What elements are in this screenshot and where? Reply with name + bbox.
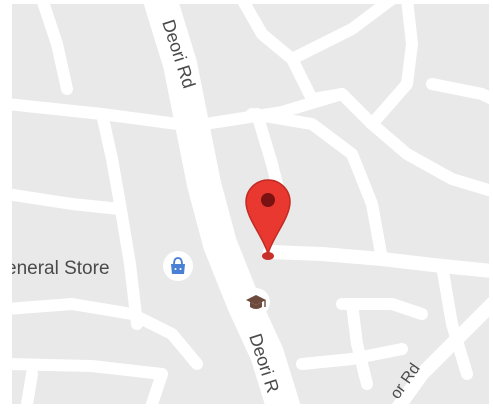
store-label[interactable]: eneral Store [12, 258, 110, 279]
map-canvas[interactable]: Deori Rd Deori R or Rd eneral Store [12, 4, 489, 404]
minor-roads [12, 4, 489, 404]
deori-road [143, 4, 301, 404]
graduation-cap-icon[interactable] [242, 288, 270, 316]
shopping-bag-icon[interactable] [163, 251, 193, 281]
map-view[interactable]: Deori Rd Deori R or Rd eneral Store [12, 4, 489, 404]
location-pin-icon[interactable] [245, 179, 291, 260]
